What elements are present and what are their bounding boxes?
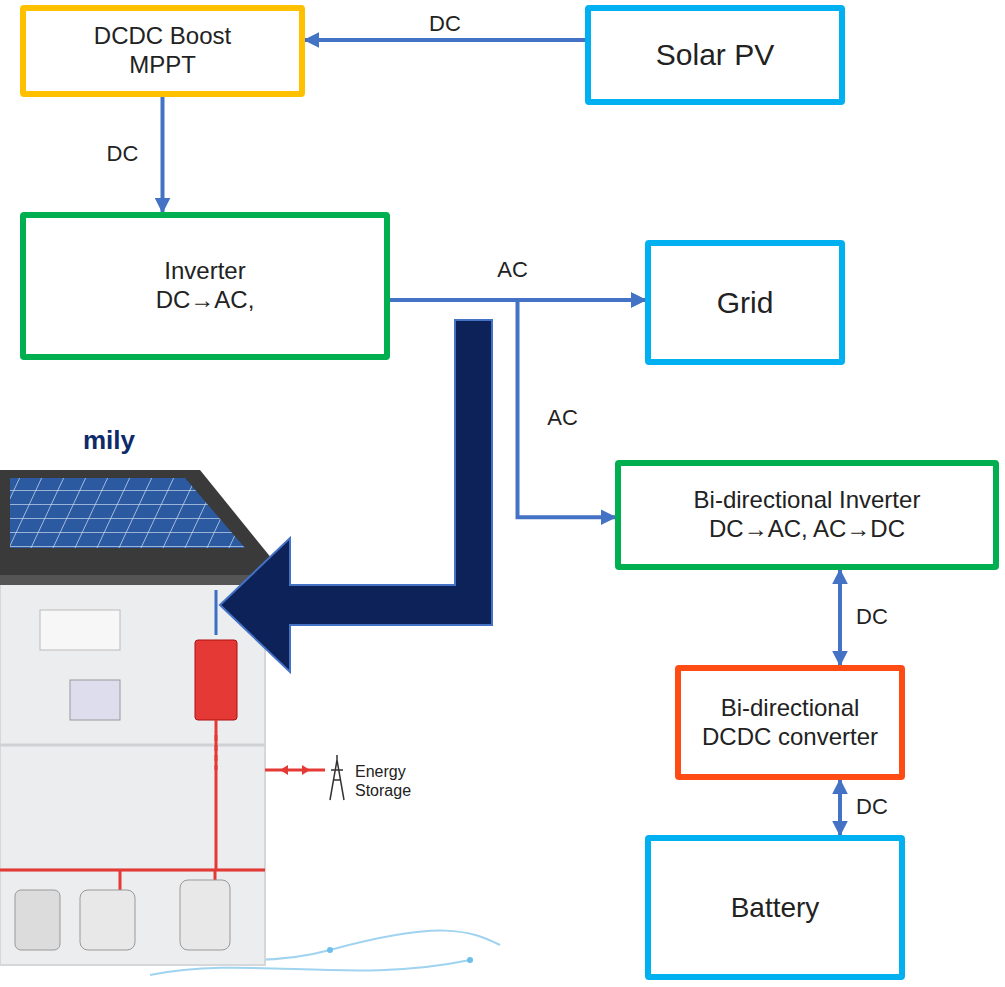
illustration-part — [0, 744, 265, 747]
process-box: Grid — [645, 240, 845, 365]
illustration-part — [15, 890, 60, 950]
illustration-part — [467, 957, 473, 963]
box-label: Battery — [731, 891, 820, 925]
flow-connector — [305, 38, 585, 42]
signal-label: DC — [853, 604, 891, 630]
process-box: DCDC Boost MPPT — [20, 5, 305, 97]
process-box: Solar PV — [585, 5, 845, 105]
signal-label: DC — [853, 794, 891, 820]
illustration-part — [327, 947, 333, 953]
flow-connector — [838, 780, 842, 835]
illustration-part — [180, 880, 230, 950]
illustration-part — [80, 890, 135, 950]
illustration-part — [265, 769, 325, 772]
process-box: Battery — [645, 835, 905, 980]
process-box: Bi-directional DCDC converter — [675, 665, 905, 780]
flow-connector — [161, 97, 165, 212]
illustration-part — [0, 575, 265, 585]
box-label: Solar PV — [656, 37, 774, 73]
signal-label: AC — [544, 405, 581, 431]
illustration-part — [70, 680, 120, 720]
illustration-part — [280, 765, 310, 775]
process-box: Bi-directional Inverter DC→AC, AC→DC — [615, 460, 999, 570]
illustration-part — [195, 640, 237, 720]
box-label: Bi-directional Inverter DC→AC, AC→DC — [657, 486, 957, 544]
part-label: Energy Storage — [352, 762, 428, 800]
illustration-part — [0, 565, 265, 965]
illustration-part — [10, 478, 245, 548]
box-label: Inverter DC→AC, — [140, 257, 270, 315]
illustration-part — [40, 610, 120, 650]
illustration-part — [215, 590, 218, 635]
illustration-part — [0, 565, 265, 965]
illustration-part — [0, 470, 285, 575]
illustration-part — [220, 320, 492, 672]
process-box: Inverter DC→AC, — [20, 212, 390, 360]
illustration-part — [215, 735, 218, 770]
box-label: Bi-directional DCDC converter — [695, 694, 885, 752]
flow-connector — [838, 570, 842, 665]
signal-label: DC — [426, 11, 464, 37]
illustration-part — [330, 755, 344, 800]
box-label: DCDC Boost MPPT — [88, 22, 238, 80]
box-label: Grid — [717, 285, 774, 321]
signal-label: DC — [104, 141, 142, 167]
title-fragment: mily — [80, 425, 138, 456]
signal-label: AC — [494, 257, 531, 283]
